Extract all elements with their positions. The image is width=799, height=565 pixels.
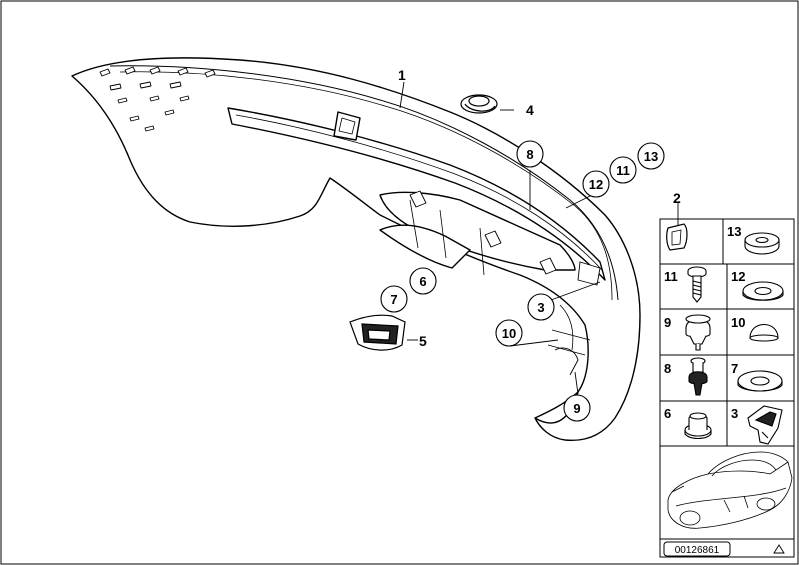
triangle-icon xyxy=(773,544,785,554)
callout-3-circle xyxy=(527,293,555,321)
panel-label-7: 7 xyxy=(731,361,738,376)
callout-2: 2 xyxy=(673,190,681,206)
callout-7: 7 xyxy=(390,292,397,307)
callout-13-circle xyxy=(637,142,665,170)
callout-4: 4 xyxy=(526,102,534,118)
panel-label-3: 3 xyxy=(731,406,738,421)
callout-6: 6 xyxy=(419,274,426,289)
panel-label-11: 11 xyxy=(664,269,678,284)
callout-1: 1 xyxy=(398,67,406,83)
part-12-washer xyxy=(742,281,784,301)
callout-11: 11 xyxy=(616,163,630,178)
callout-11-circle xyxy=(609,156,637,184)
callout-12-circle xyxy=(582,170,610,198)
callout-10-circle xyxy=(495,319,523,347)
callout-8: 8 xyxy=(526,147,533,162)
panel-label-8: 8 xyxy=(664,361,671,376)
part-11-screw xyxy=(687,266,707,303)
leader-lines xyxy=(399,81,679,395)
catalog-number-box xyxy=(663,541,731,557)
parts-panel xyxy=(659,218,795,558)
catalog-number: 00126861 xyxy=(675,545,720,556)
callout-13: 13 xyxy=(644,149,658,164)
part-6-nut xyxy=(684,412,712,440)
callout-5: 5 xyxy=(419,333,427,349)
callout-6-circle xyxy=(409,267,437,295)
panel-label-6: 6 xyxy=(664,406,671,421)
panel-label-10: 10 xyxy=(731,315,745,330)
part-13-grommet xyxy=(744,232,780,255)
panel-label-9: 9 xyxy=(664,315,671,330)
part-8-rivet xyxy=(688,357,708,396)
part-9-buffer xyxy=(685,314,711,351)
rear-bumper-cover xyxy=(71,57,641,442)
callout-10: 10 xyxy=(502,326,516,341)
part-3-clip xyxy=(747,405,783,445)
part-4-clip xyxy=(460,94,498,114)
callout-3: 3 xyxy=(537,300,544,315)
part-7-washer xyxy=(737,370,783,392)
part-5-clip xyxy=(349,314,406,351)
circled-callouts xyxy=(380,140,665,422)
panel-label-12: 12 xyxy=(731,269,745,284)
part-10-cap xyxy=(749,323,779,342)
callout-12: 12 xyxy=(589,177,603,192)
callout-7-circle xyxy=(380,285,408,313)
callout-9-circle xyxy=(563,394,591,422)
callout-8-circle xyxy=(516,140,544,168)
panel-label-13: 13 xyxy=(727,224,741,239)
car-overview-sketch xyxy=(667,451,793,529)
part-2-bracket xyxy=(666,223,688,251)
callout-9: 9 xyxy=(573,401,580,416)
